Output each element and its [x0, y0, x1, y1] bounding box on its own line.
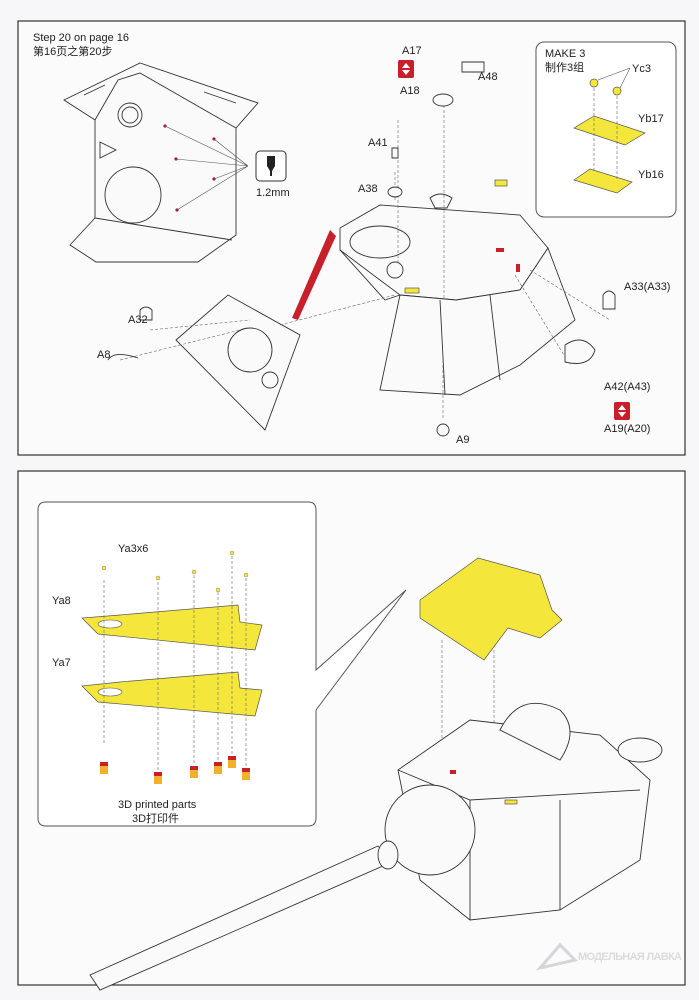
printed-parts-label: 3D printed parts	[118, 799, 197, 811]
roof-photo-etch-plate	[419, 557, 563, 661]
label-a32: A32	[128, 314, 148, 326]
watermark-text: МОДЕЛЬНАЯ ЛАВКА	[578, 951, 683, 963]
label-ya7: Ya7	[52, 657, 71, 669]
make-title: MAKE 3	[545, 48, 585, 60]
label-yb16: Yb16	[638, 169, 664, 181]
label-a42: A42(A43)	[604, 381, 650, 393]
label-a17: A17	[402, 45, 422, 57]
label-a18: A18	[400, 85, 420, 97]
step-panel-2: Ya3x6 Ya8 Ya7 3D printed parts 3D打印件 МОД…	[17, 470, 686, 991]
label-yc3: Yc3	[632, 63, 651, 75]
step-title: Step 20 on page 16	[33, 32, 129, 44]
printed-parts-label-cn: 3D打印件	[132, 811, 179, 825]
photo-etch-detail-box: Ya3x6 Ya8 Ya7 3D printed parts 3D打印件	[37, 501, 407, 827]
label-a48: A48	[478, 71, 498, 83]
label-ya3x6: Ya3x6	[118, 543, 148, 555]
turret-with-gun	[89, 702, 663, 991]
label-a19: A19(A20)	[604, 423, 650, 435]
hatch-plate	[175, 294, 301, 431]
make-3-subassembly-box: MAKE 3 制作3组 Yc3 Yb17 Yb16	[535, 41, 677, 218]
label-yb17: Yb17	[638, 113, 664, 125]
drill-hole-marker-icon	[614, 402, 630, 420]
label-a38: A38	[358, 183, 378, 195]
drill-size-label: 1.2mm	[256, 187, 290, 199]
make-title-cn: 制作3组	[545, 60, 584, 74]
drill-hole-marker-icon	[398, 60, 414, 78]
step-panel-1: Step 20 on page 16 第16页之第20步 1.2mm	[17, 20, 686, 456]
label-a8: A8	[97, 349, 110, 361]
watermark-logo: МОДЕЛЬНАЯ ЛАВКА	[535, 942, 683, 971]
drill-icon	[255, 150, 287, 182]
3d-printed-parts-icons	[100, 756, 250, 784]
label-a41: A41	[368, 137, 388, 149]
turret-roof-inner-view	[63, 62, 259, 263]
label-ya8: Ya8	[52, 595, 71, 607]
label-a9: A9	[456, 434, 469, 446]
step-title-cn: 第16页之第20步	[33, 44, 112, 58]
label-a33: A33(A33)	[624, 281, 670, 293]
